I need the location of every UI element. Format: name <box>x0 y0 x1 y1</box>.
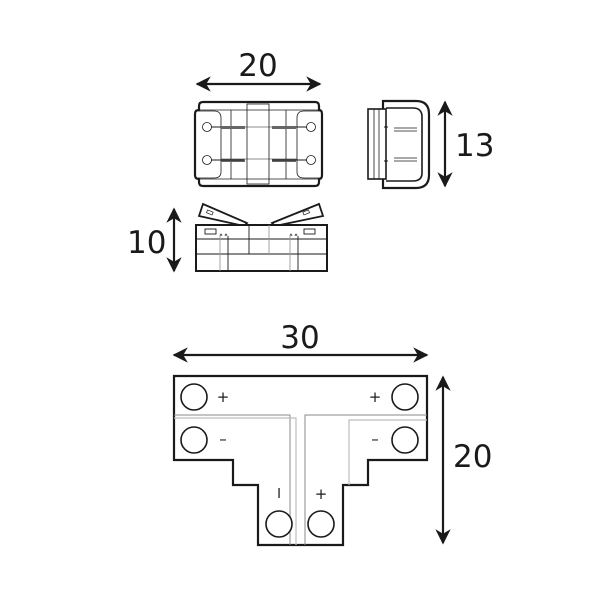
t-connector-outline <box>172 374 429 547</box>
front-view-height-label: 10 <box>127 225 166 261</box>
polarity-top-left: + <box>217 388 230 406</box>
top-view-pins <box>202 122 316 165</box>
polarity-bottom-left: I <box>277 487 281 502</box>
t-height-label: 20 <box>453 439 492 475</box>
pad-bottom-left <box>265 510 293 538</box>
top-view-width-label: 20 <box>238 48 277 84</box>
t-connector-pads <box>180 383 419 538</box>
pad-bottom-right <box>307 510 335 538</box>
t-width-label: 30 <box>280 320 319 356</box>
pad-top-right <box>391 383 419 411</box>
polarity-bottom-right: + <box>315 485 328 503</box>
side-view: 13 <box>367 99 494 190</box>
side-view-clip <box>381 99 431 190</box>
front-view-body <box>195 224 328 272</box>
polarity-mid-right: – <box>371 430 379 448</box>
pad-mid-left <box>180 426 208 454</box>
polarity-mid-left: – <box>219 430 227 448</box>
pad-mid-right <box>391 426 419 454</box>
front-view: 10 <box>127 202 328 273</box>
pad-top-left <box>180 383 208 411</box>
top-view-body <box>193 100 324 188</box>
side-view-height-label: 13 <box>455 128 494 164</box>
top-view: 20 <box>193 48 324 188</box>
right-lid <box>270 202 325 227</box>
t-connector-view: 30 20 + + – – I + <box>172 320 492 547</box>
left-lid <box>197 202 249 227</box>
polarity-top-right: + <box>369 388 382 406</box>
